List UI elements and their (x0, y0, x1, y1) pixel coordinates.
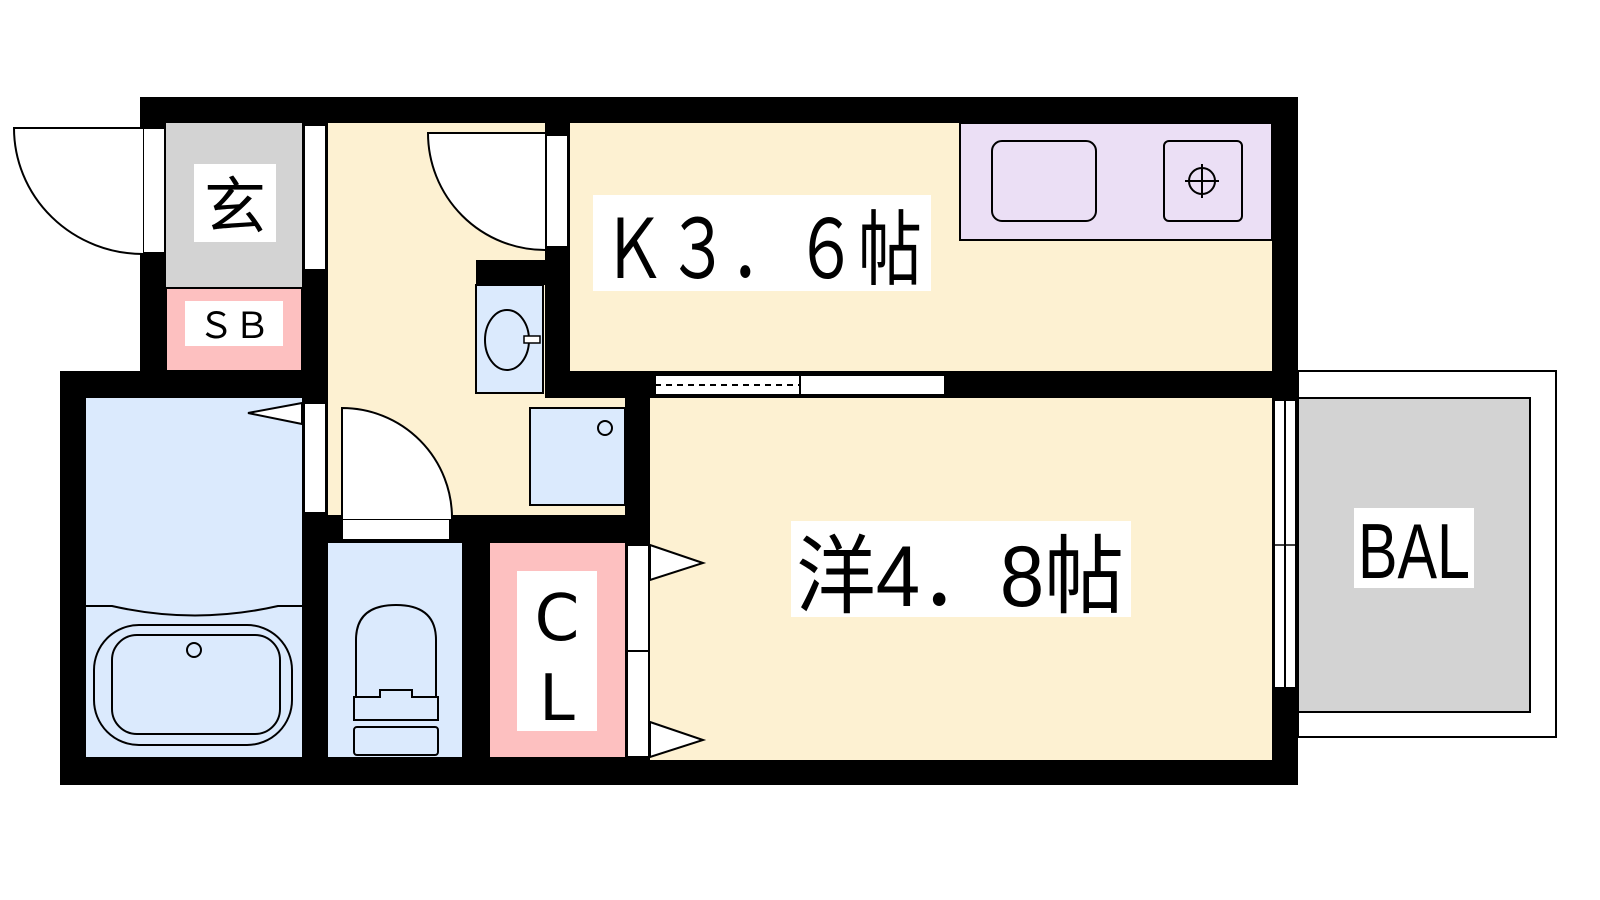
entrance-label: 玄 (204, 170, 266, 243)
hall-opening (303, 124, 327, 271)
western-room-label: 洋4．8帖 (796, 529, 1124, 625)
toilet-door[interactable] (341, 518, 451, 541)
toilet-room (328, 543, 462, 757)
closet-label-l: L (539, 662, 575, 736)
label-bg (791, 521, 1131, 617)
kitchen-door[interactable] (545, 134, 569, 248)
label-bg (1354, 508, 1474, 588)
label-bg (517, 571, 597, 731)
shoe-box-label: ＳＢ (198, 306, 270, 347)
sink-icon (991, 140, 1097, 222)
label-bg (194, 164, 276, 242)
bathroom (86, 398, 302, 757)
front-door[interactable] (142, 127, 166, 254)
label-bg (185, 301, 283, 346)
closet-door[interactable] (626, 650, 650, 758)
toilet-icon (355, 603, 437, 697)
burner-icon (1185, 164, 1219, 198)
closet-label-c: C (535, 582, 580, 656)
bathtub-icon (93, 624, 293, 746)
bathroom-door[interactable] (303, 402, 327, 514)
stove-icon (1163, 140, 1243, 222)
wall (476, 260, 545, 285)
label-bg (593, 195, 931, 291)
balcony-label: BAL (1358, 507, 1470, 595)
closet-door[interactable] (626, 544, 650, 652)
kitchen-label: Ｋ３．６帖 (602, 205, 922, 296)
washing-machine-space (529, 407, 626, 506)
